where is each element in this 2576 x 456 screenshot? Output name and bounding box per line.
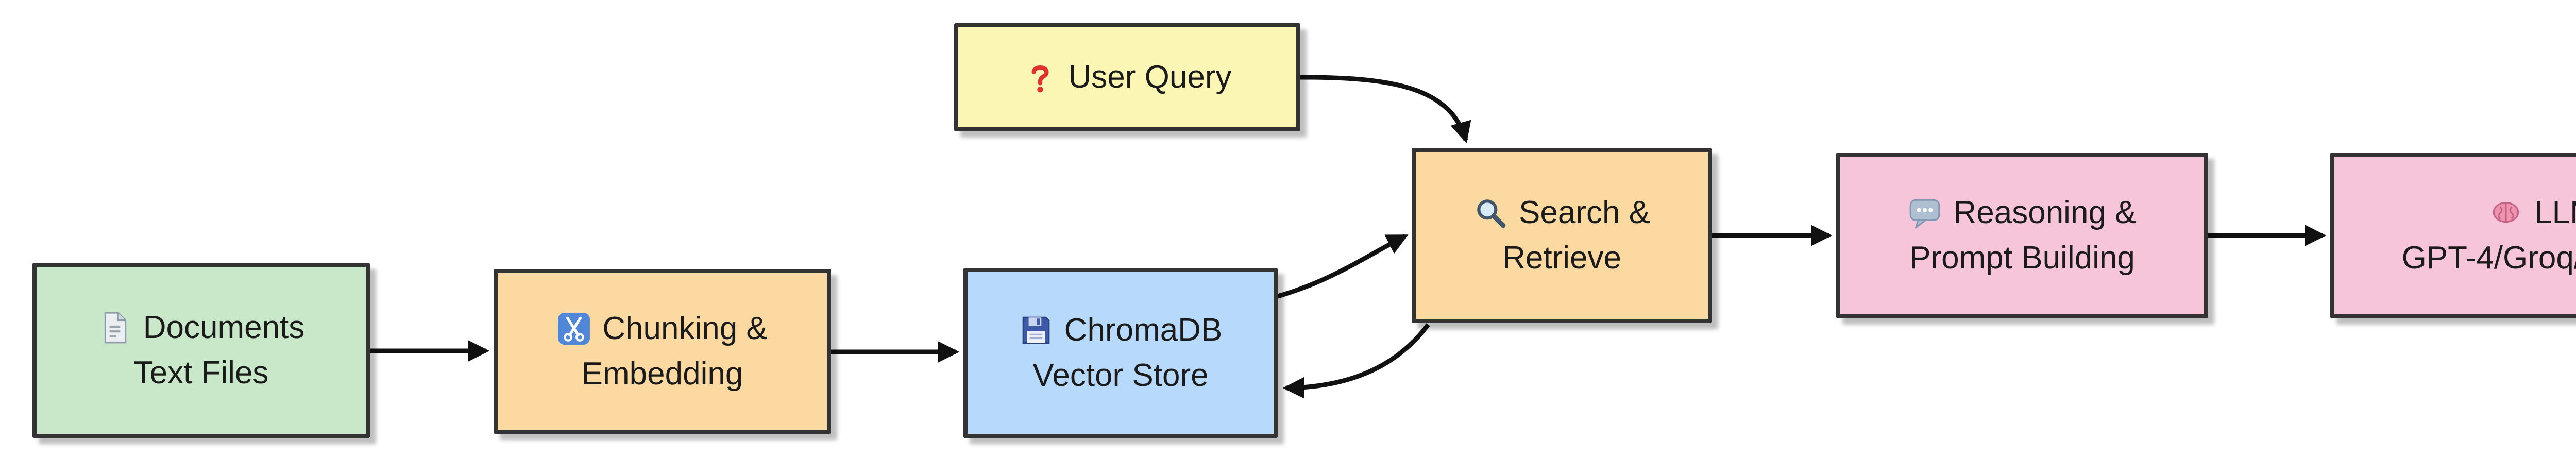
node-chunking-embedding: Chunking & Embedding — [494, 269, 831, 434]
scissors-icon — [557, 312, 591, 346]
node-reasoning-label-line2: Prompt Building — [1909, 240, 2135, 276]
node-documents-label-line2: Text Files — [133, 355, 269, 391]
node-chunking-label-line1: Chunking & — [602, 311, 768, 346]
edge-chromadb-to-search — [1277, 233, 1409, 299]
node-documents-text-files: Documents Text Files — [32, 263, 370, 438]
node-documents-label-line1: Documents — [143, 310, 305, 345]
edge-search-to-chromadb — [1282, 323, 1430, 399]
node-reasoning-label-line1: Reasoning & — [1953, 195, 2137, 230]
node-user-query: User Query — [954, 23, 1300, 131]
magnifier-icon — [1473, 196, 1507, 230]
floppy-disk-icon — [1019, 313, 1053, 347]
node-chromadb-vector-store: ChromaDB Vector Store — [963, 268, 1278, 438]
node-llm-label-line2: GPT-4/Groq/Gemini — [2401, 240, 2576, 276]
document-icon — [98, 311, 132, 345]
node-reasoning-prompt-building: Reasoning & Prompt Building — [1836, 153, 2208, 318]
speech-bubble-icon — [1908, 196, 1942, 230]
edge-userquery-to-search — [1300, 75, 1471, 143]
node-llm-label-line1: LLM — [2534, 195, 2576, 230]
question-mark-icon — [1023, 60, 1057, 94]
node-user-query-label: User Query — [1068, 59, 1232, 95]
node-chunking-label-line2: Embedding — [581, 356, 743, 392]
node-search-retrieve: Search & Retrieve — [1412, 148, 1712, 323]
node-chromadb-label-line1: ChromaDB — [1064, 312, 1223, 348]
node-chromadb-label-line2: Vector Store — [1032, 358, 1209, 393]
node-search-label-line2: Retrieve — [1502, 240, 1621, 276]
brain-icon — [2489, 196, 2523, 230]
node-llm: LLM GPT-4/Groq/Gemini — [2330, 153, 2576, 318]
node-search-label-line1: Search & — [1518, 195, 1651, 230]
